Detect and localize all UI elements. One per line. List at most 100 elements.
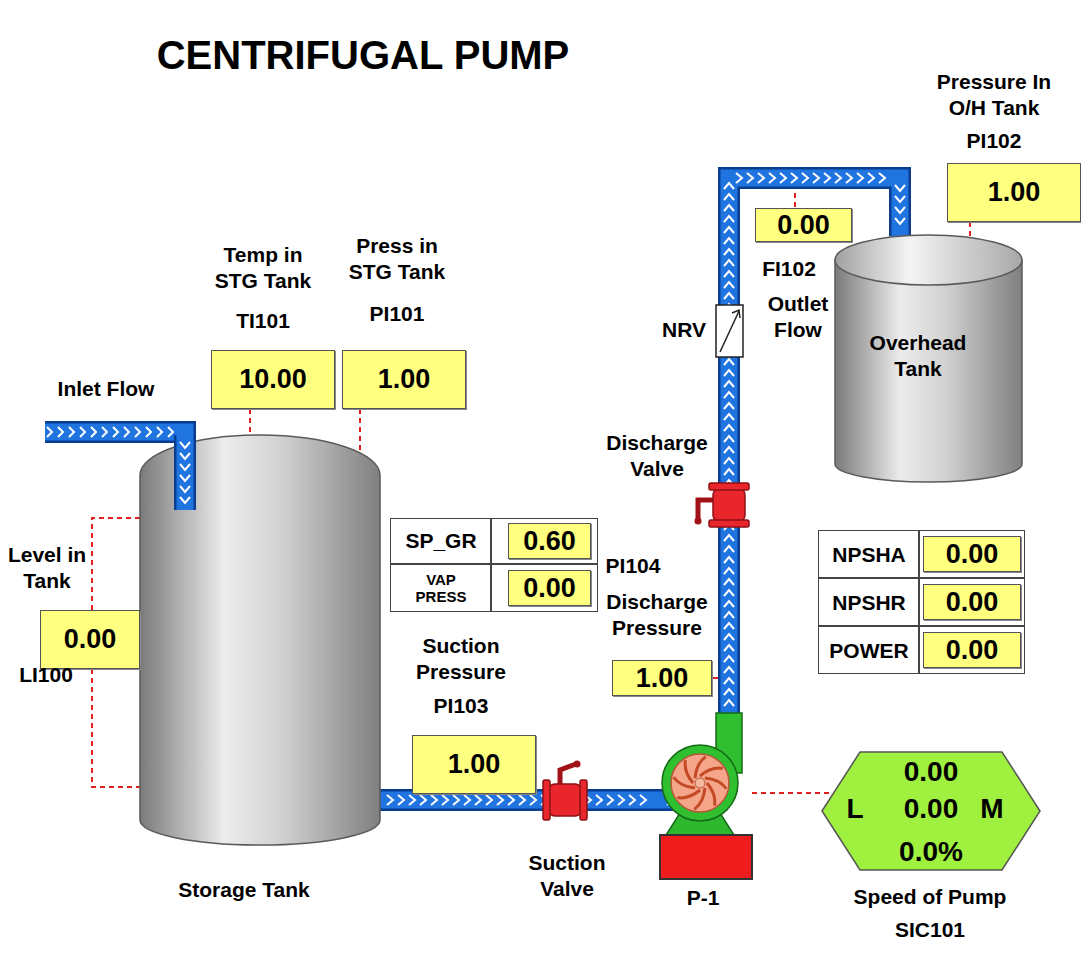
flow-chevron <box>846 173 852 183</box>
flow-chevron <box>724 271 734 277</box>
flow-chevron <box>180 453 190 459</box>
flow-chevron <box>409 795 415 805</box>
tag-label: TI101 <box>213 308 313 334</box>
flow-chevron <box>791 173 797 183</box>
parameter-row: NPSHR0.00 <box>818 578 1025 626</box>
connector-group <box>250 409 251 435</box>
flow-chevron <box>857 173 863 183</box>
value-readout: 0.00 <box>946 637 999 664</box>
tag-label: NPSHA <box>821 542 917 568</box>
impeller-blade <box>705 778 726 789</box>
flow-chevron <box>724 667 734 673</box>
connector-group <box>380 795 660 805</box>
flow-chevron <box>387 795 393 805</box>
tag-label: Temp in STG Tank <box>208 242 318 295</box>
flow-chevron <box>724 436 734 442</box>
flow-chevron <box>724 238 734 244</box>
tank-body <box>140 435 380 845</box>
flow-chevrons <box>46 423 174 441</box>
value-display: 0.00 <box>508 570 591 606</box>
flow-chevron <box>724 634 734 640</box>
value-readout: 0.00 <box>946 589 999 616</box>
tag-label: Overhead Tank <box>863 330 973 383</box>
tag-label: P-1 <box>673 885 733 911</box>
tag-label: LI100 <box>11 662 81 688</box>
flow-chevron <box>747 173 753 183</box>
tag-label: Press in STG Tank <box>342 233 452 286</box>
suction-valve <box>543 761 587 821</box>
flow-chevron <box>724 601 734 607</box>
valve-flange <box>580 780 587 820</box>
flow-chevron <box>618 795 624 805</box>
flow-chevron <box>802 173 808 183</box>
flow-chevron <box>519 795 525 805</box>
flow-chevron <box>724 227 734 233</box>
controller-readout: L <box>835 795 875 823</box>
pipe <box>174 435 196 510</box>
speed-controller: 0.00L0.00M0.0%Speed of PumpSIC101 <box>822 752 1040 870</box>
signal-line <box>359 409 361 453</box>
flow-chevron <box>724 645 734 651</box>
tag-label: PI101 <box>347 301 447 327</box>
flow-chevron <box>724 260 734 266</box>
flow-chevron <box>724 293 734 299</box>
connector-group <box>360 409 361 453</box>
overhead-tank: Overhead Tank <box>835 235 1022 482</box>
flow-chevron <box>736 173 742 183</box>
value-readout: 0.00 <box>64 626 117 653</box>
flow-chevron <box>420 795 426 805</box>
signal-line <box>752 792 834 794</box>
controller-readout: 0.00 <box>891 795 971 823</box>
value-display: 0.00 <box>923 584 1021 620</box>
value-readout: 0.00 <box>946 541 999 568</box>
flow-chevron <box>769 173 775 183</box>
value-readout: 0.00 <box>777 212 830 239</box>
flow-chevron <box>724 656 734 662</box>
valve-body <box>548 784 582 816</box>
flow-chevron <box>724 535 734 541</box>
tag-label: Pressure In O/H Tank <box>934 69 1054 122</box>
controller-readout: M <box>972 795 1012 823</box>
flow-chevron <box>758 173 764 183</box>
flow-chevron <box>724 216 734 222</box>
flow-chevron <box>724 249 734 255</box>
centrifugal-pump-outline <box>660 713 752 879</box>
value-display: 0.00 <box>923 536 1021 572</box>
value-display: 0.00FI102Outlet Flow <box>755 208 852 242</box>
impeller <box>671 754 729 812</box>
tag-label: PI103 <box>411 693 511 719</box>
flow-chevron <box>724 689 734 695</box>
leader-line <box>713 677 718 679</box>
nrv-arrowhead <box>732 310 740 318</box>
tag-label: POWER <box>821 638 917 664</box>
flow-chevron <box>724 590 734 596</box>
impeller-blade <box>707 783 715 806</box>
value-readout: 1.00 <box>636 665 689 692</box>
flow-chevron <box>895 207 905 213</box>
flow-chevron <box>724 381 734 387</box>
flow-chevron <box>508 795 514 805</box>
tag-label: Storage Tank <box>144 877 344 903</box>
flow-chevron <box>813 173 819 183</box>
flow-chevron <box>780 173 786 183</box>
flow-chevron <box>724 700 734 706</box>
valve-flange <box>709 483 749 490</box>
flow-chevron <box>724 282 734 288</box>
valve-flange <box>709 520 749 527</box>
flow-chevron <box>180 464 190 470</box>
flow-chevron <box>724 183 734 189</box>
flow-chevron <box>431 795 437 805</box>
tag-label: Discharge Pressure <box>597 589 717 642</box>
flow-chevron <box>724 425 734 431</box>
value-display: PI104Discharge Pressure1.00 <box>612 660 712 696</box>
tag-label: PI102 <box>944 128 1044 154</box>
valve-knob <box>695 518 702 525</box>
flow-chevron <box>724 612 734 618</box>
impeller-blade <box>685 760 693 783</box>
flow-chevron <box>442 795 448 805</box>
tag-label: PI104 <box>593 553 673 579</box>
pipe-core <box>380 792 660 809</box>
value-display: Pressure In O/H TankPI1021.00 <box>947 163 1081 222</box>
flow-chevron <box>180 486 190 492</box>
